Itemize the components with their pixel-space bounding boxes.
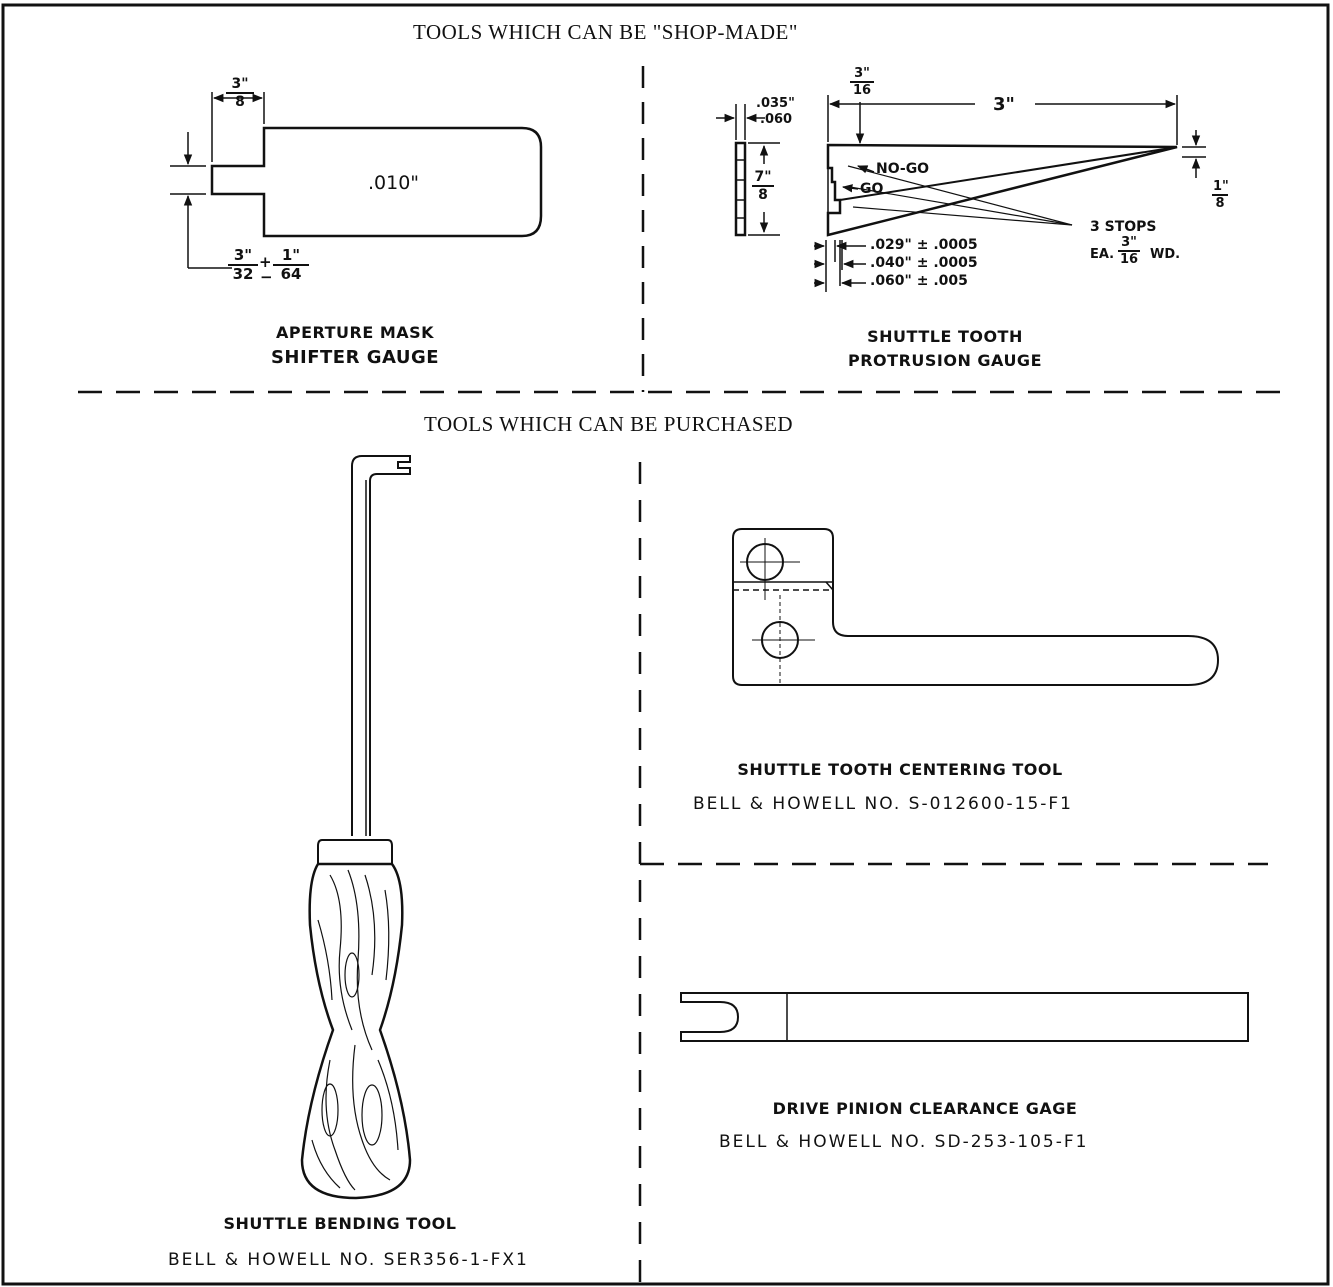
centering-tool-drawing [732,528,1220,686]
centering-tool-part-no: BELL & HOWELL NO. S-012600-15-F1 [693,794,1074,814]
bending-tool-caption: SHUTTLE BENDING TOOL [223,1214,457,1233]
bending-tool-handle [300,862,412,1200]
stops-width-fraction: 3" 16 [1118,235,1140,267]
stops-width-suffix: WD. [1150,247,1181,262]
aperture-dim-slot-b: 1" 64 [273,248,309,282]
edge-thickness-1: .035" [756,96,795,111]
bending-tool-ferrule [317,839,393,865]
aperture-caption-2: SHIFTER GAUGE [270,347,440,368]
edge-thickness-2: .060 [760,112,793,127]
protrusion-caption-1: SHUTTLE TOOTH [867,327,1023,346]
aperture-dim-minus: − [260,268,273,286]
stops-width-prefix: EA. [1090,247,1115,262]
protrusion-end: 1" 8 [1212,179,1229,211]
step-dim-1: .029" ± .0005 [870,237,978,253]
clearance-gage-outline [680,992,1249,1042]
protrusion-tip: 3" 16 [850,67,874,97]
clearance-gage-drawing [680,992,1249,1042]
bending-tool-part-no: BELL & HOWELL NO. SER356-1-FX1 [168,1250,529,1270]
centering-tool-caption: SHUTTLE TOOTH CENTERING TOOL [737,760,1063,779]
no-go-label: NO-GO [876,161,930,177]
purchased-heading: TOOLS WHICH CAN BE PURCHASED [424,412,794,436]
aperture-gauge-outline [210,126,543,238]
go-label: GO [860,181,884,197]
protrusion-gauge-drawing [716,95,1206,292]
bending-tool-drawing [300,455,412,1200]
centering-tool-outline [732,528,1220,686]
aperture-gauge-drawing [170,92,543,269]
bending-tool-shaft [351,455,411,836]
stops-label: 3 STOPS [1090,219,1157,235]
shop-made-heading: TOOLS WHICH CAN BE "SHOP-MADE" [413,20,798,44]
step-dim-3: .060" ± .005 [870,273,968,289]
aperture-dim-slot-a: 3" 32 [228,248,258,282]
protrusion-height: 7" 8 [752,170,774,202]
protrusion-gauge-body [826,143,1178,237]
step-dim-2: .040" ± .0005 [870,255,978,271]
aperture-dim-plus: + [259,253,272,271]
clearance-gage-part-no: BELL & HOWELL NO. SD-253-105-F1 [719,1132,1089,1152]
clearance-gage-caption: DRIVE PINION CLEARANCE GAGE [772,1099,1078,1118]
edge-view [734,141,747,237]
aperture-caption-1: APERTURE MASK [275,323,435,342]
protrusion-length: 3" [993,94,1015,115]
aperture-dim-top: 3" 8 [226,77,254,109]
sheet-border [1,3,1330,1286]
aperture-thickness: .010" [368,172,420,194]
protrusion-caption-2: PROTRUSION GAUGE [848,351,1042,370]
